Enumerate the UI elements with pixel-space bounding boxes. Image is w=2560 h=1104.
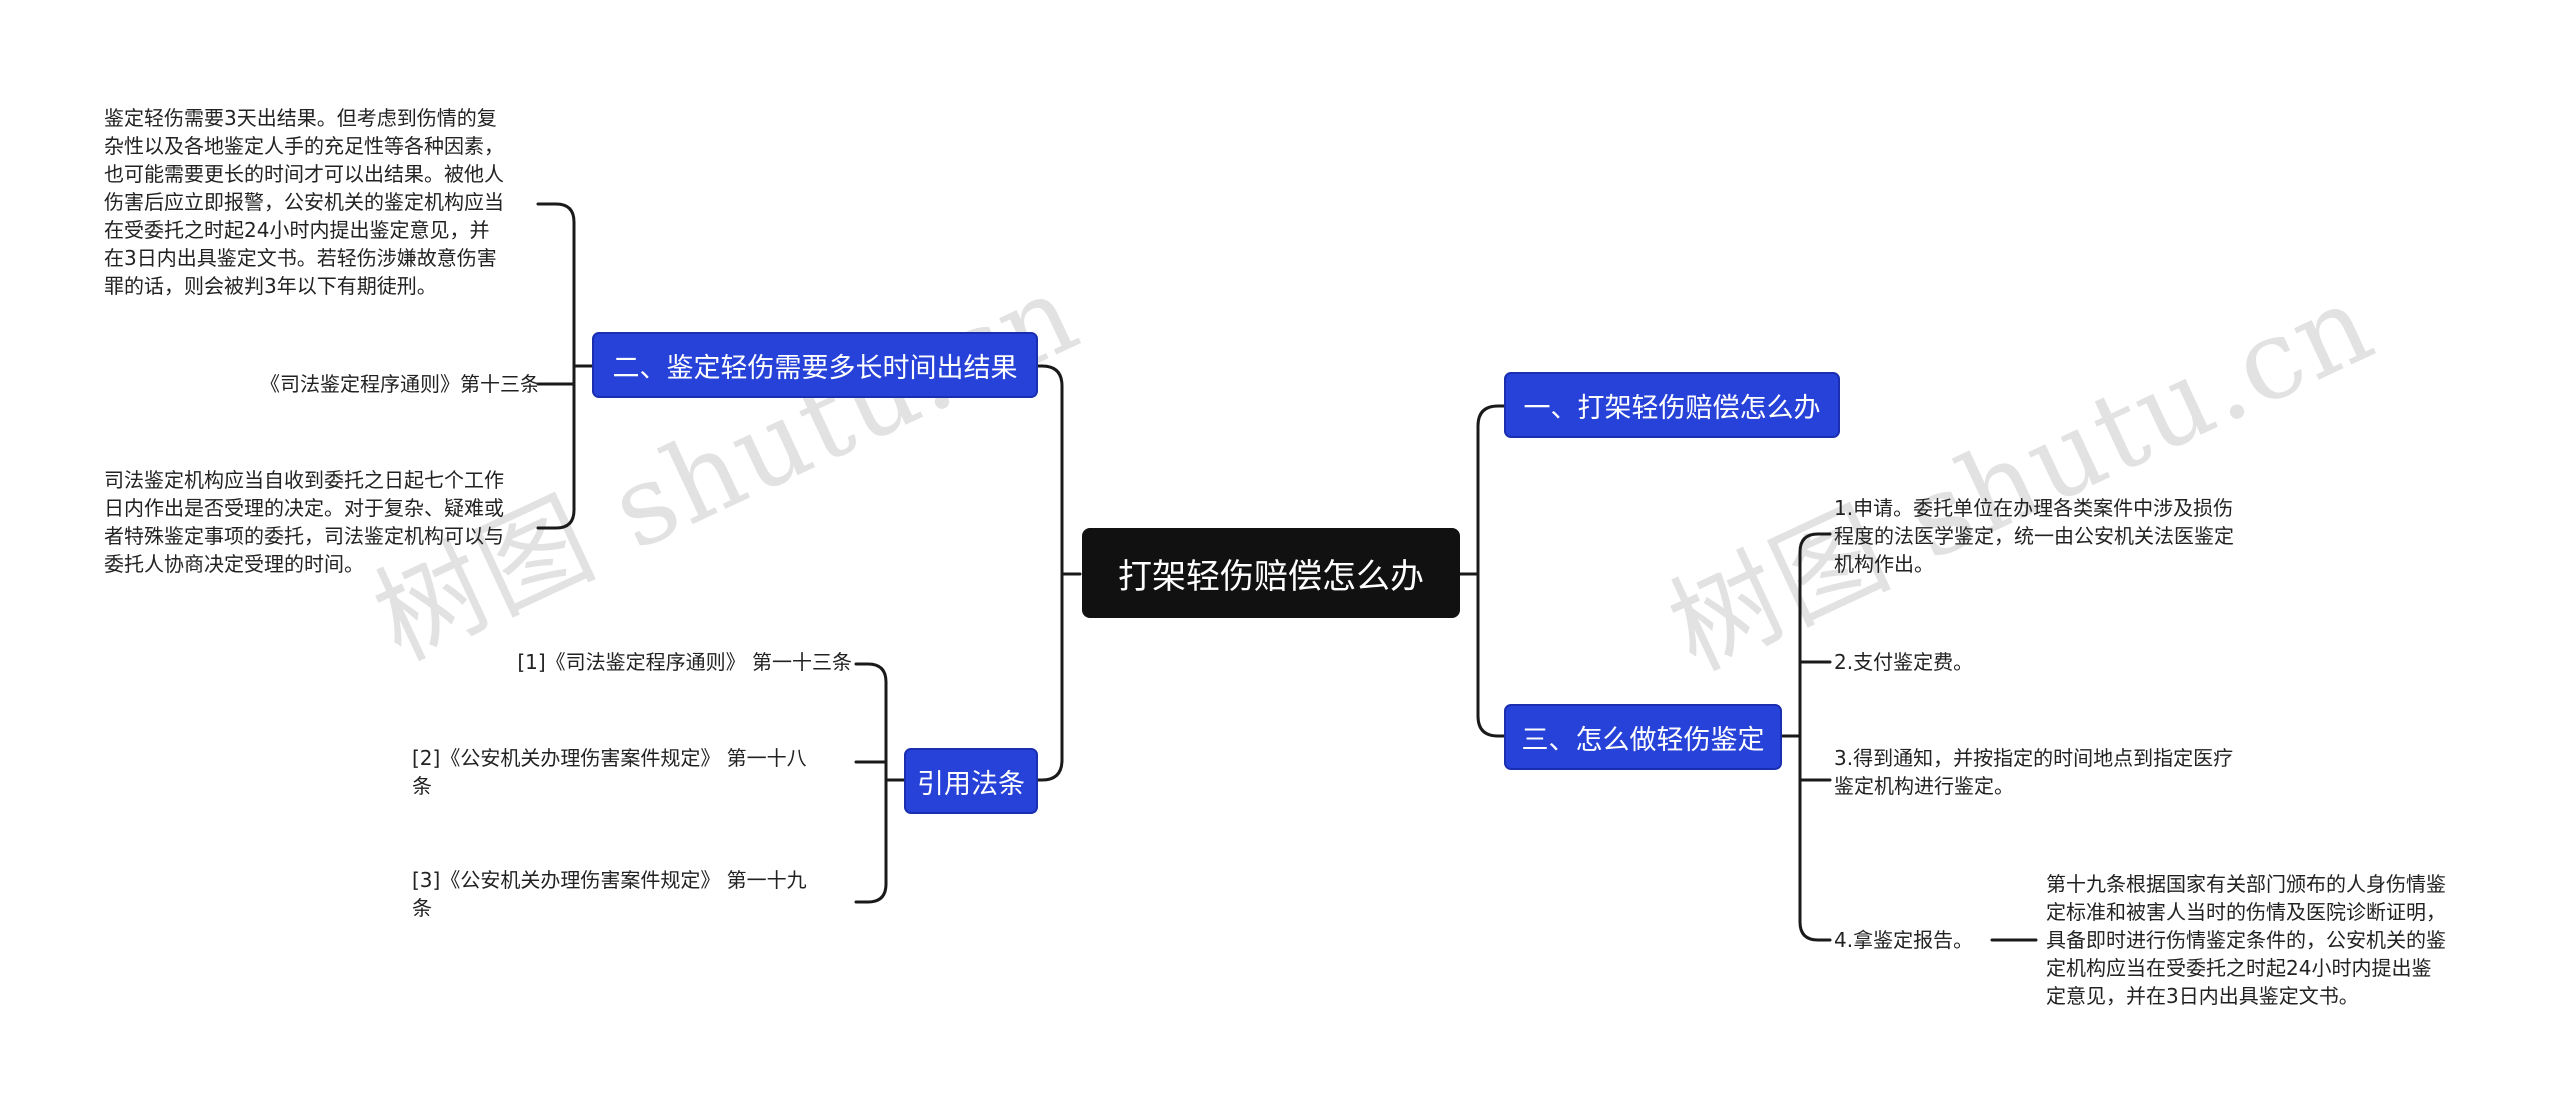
b2-leaf-1: 鉴定轻伤需要3天出结果。但考虑到伤情的复 杂性以及各地鉴定人手的充足性等各种因素… [104,106,504,298]
b4-leaf-1: [1]《司法鉴定程序通则》 第一十三条 [517,650,852,674]
b4-leaf-2: [2]《公安机关办理伤害案件规定》 第一十八 条 [412,746,807,798]
b3-leaf-1: 1.申请。委托单位在办理各类案件中涉及损伤 程度的法医学鉴定，统一由公安机关法医… [1834,496,2234,576]
branch-node-4[interactable]: 引用法条 [904,748,1038,814]
b2-leaf-2: 《司法鉴定程序通则》第十三条 [260,372,540,396]
branch-node-2[interactable]: 二、鉴定轻伤需要多长时间出结果 [592,332,1038,398]
b3-leaf-4: 4.拿鉴定报告。 [1834,928,1974,952]
branch-node-1[interactable]: 一、打架轻伤赔偿怎么办 [1504,372,1840,438]
link-root-right [1458,404,1506,738]
b3-leaf-4-detail: 第十九条根据国家有关部门颁布的人身伤情鉴 定标准和被害人当时的伤情及医院诊断证明… [2046,872,2446,1008]
link-b4-leaves [854,662,906,904]
link-root-left [1034,364,1082,782]
branch-node-3[interactable]: 三、怎么做轻伤鉴定 [1504,704,1782,770]
link-b2-leaves [536,202,594,530]
b2-leaf-3: 司法鉴定机构应当自收到委托之日起七个工作 日内作出是否受理的决定。对于复杂、疑难… [104,468,504,576]
b3-leaf-3: 3.得到通知，并按指定的时间地点到指定医疗 鉴定机构进行鉴定。 [1834,746,2234,798]
b4-leaf-3: [3]《公安机关办理伤害案件规定》 第一十九 条 [412,868,807,920]
root-node[interactable]: 打架轻伤赔偿怎么办 [1082,528,1460,618]
b3-leaf-2: 2.支付鉴定费。 [1834,650,1974,674]
link-b3-leaves [1780,532,1832,942]
